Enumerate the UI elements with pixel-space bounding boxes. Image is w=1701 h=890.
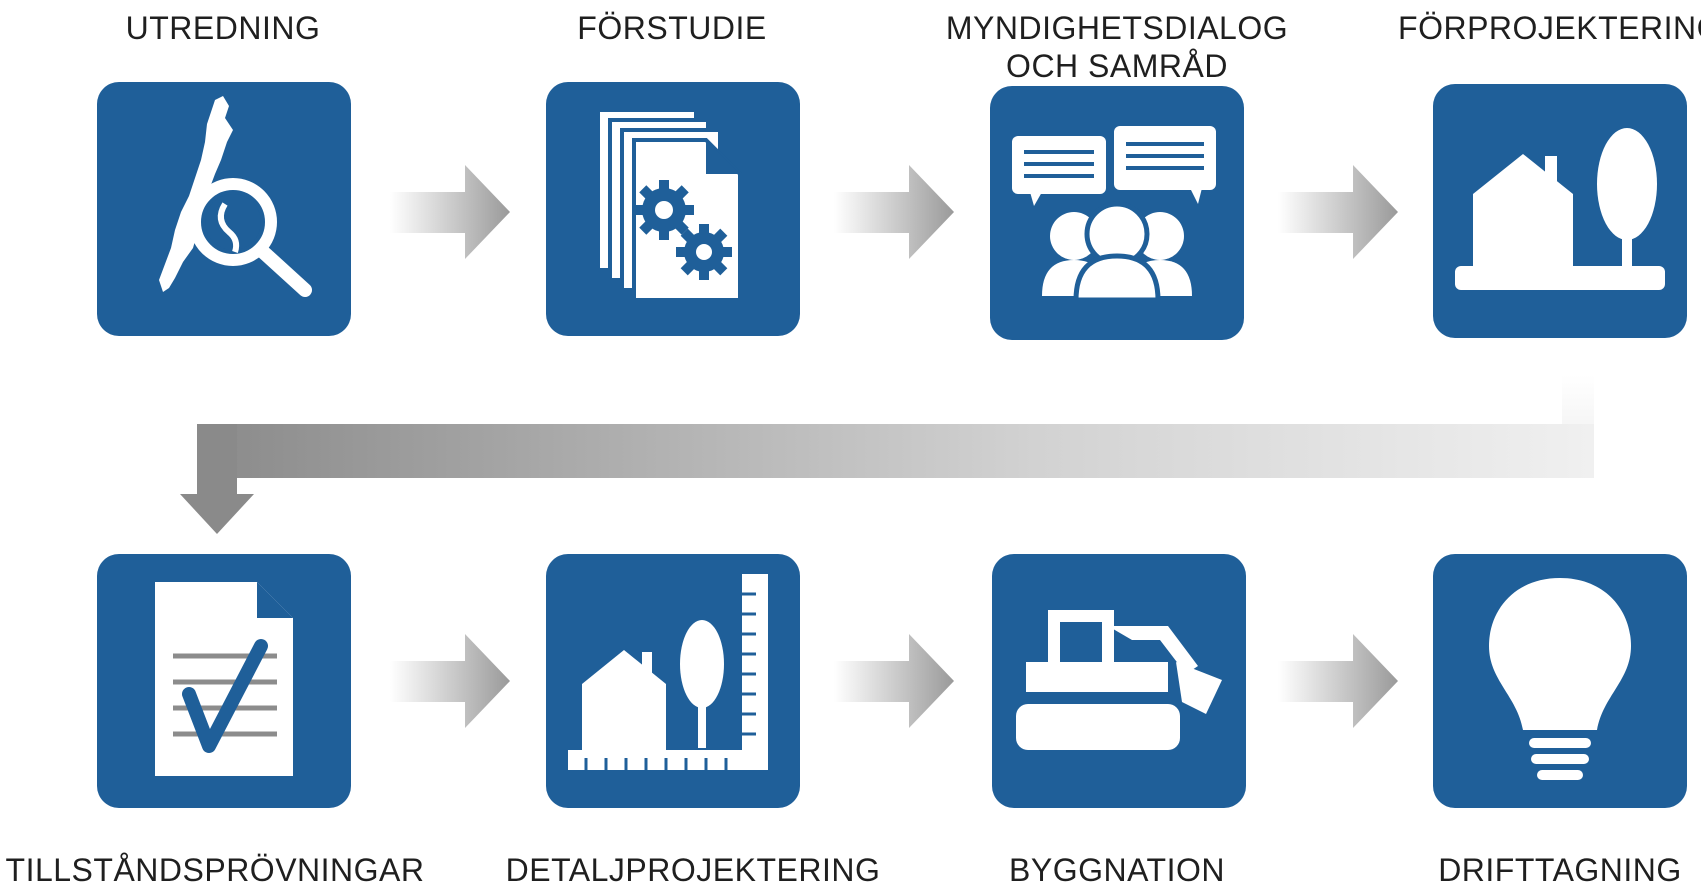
connector-horizontal-segment xyxy=(197,424,1594,478)
step-label-byggnation: BYGGNATION xyxy=(1009,852,1225,888)
light-bulb-icon xyxy=(1489,578,1631,780)
step-tile-forstudie xyxy=(546,82,800,336)
step-label-utredning: UTREDNING xyxy=(125,10,321,46)
step-label-och-samrad: OCH SAMRÅD xyxy=(1006,48,1228,84)
step-label-tillstandsprovningar: TILLSTÅNDSPRÖVNINGAR xyxy=(5,852,425,888)
flow-arrow-2 xyxy=(834,165,954,259)
step-tile-tillstandsprovningar xyxy=(97,554,351,808)
step-tile-myndighetsdialog xyxy=(990,86,1244,340)
flow-arrow-3 xyxy=(1278,165,1398,259)
step-tile-forprojektering xyxy=(1433,84,1687,338)
step-label-drifttagning: DRIFTTAGNING xyxy=(1438,852,1682,888)
house-tree-icon xyxy=(1455,128,1665,290)
people-dialogue-icon xyxy=(1012,126,1216,303)
flow-arrow-6 xyxy=(1278,634,1398,728)
step-label-forprojektering: FÖRPROJEKTERING xyxy=(1398,10,1701,46)
house-tree-ruler-icon xyxy=(568,574,768,770)
step-label-forstudie: FÖRSTUDIE xyxy=(577,10,767,46)
document-checkmark-icon xyxy=(155,582,293,776)
documents-gears-icon xyxy=(596,108,742,302)
flow-arrow-5 xyxy=(834,634,954,728)
step-label-myndighetsdialog: MYNDIGHETSDIALOG xyxy=(945,10,1289,46)
connector-down-stem xyxy=(197,424,237,494)
connector-down-arrowhead xyxy=(180,494,254,534)
step-tile-drifttagning xyxy=(1433,554,1687,808)
step-label-detaljprojektering: DETALJPROJEKTERING xyxy=(505,852,881,888)
excavator-icon xyxy=(1016,610,1222,750)
step-tile-byggnation xyxy=(992,554,1246,808)
step-tile-utredning xyxy=(97,82,351,336)
sweden-map-magnifier-icon xyxy=(159,96,312,297)
flow-arrow-4 xyxy=(390,634,510,728)
flow-arrow-1 xyxy=(390,165,510,259)
step-tile-detaljprojektering xyxy=(546,554,800,808)
